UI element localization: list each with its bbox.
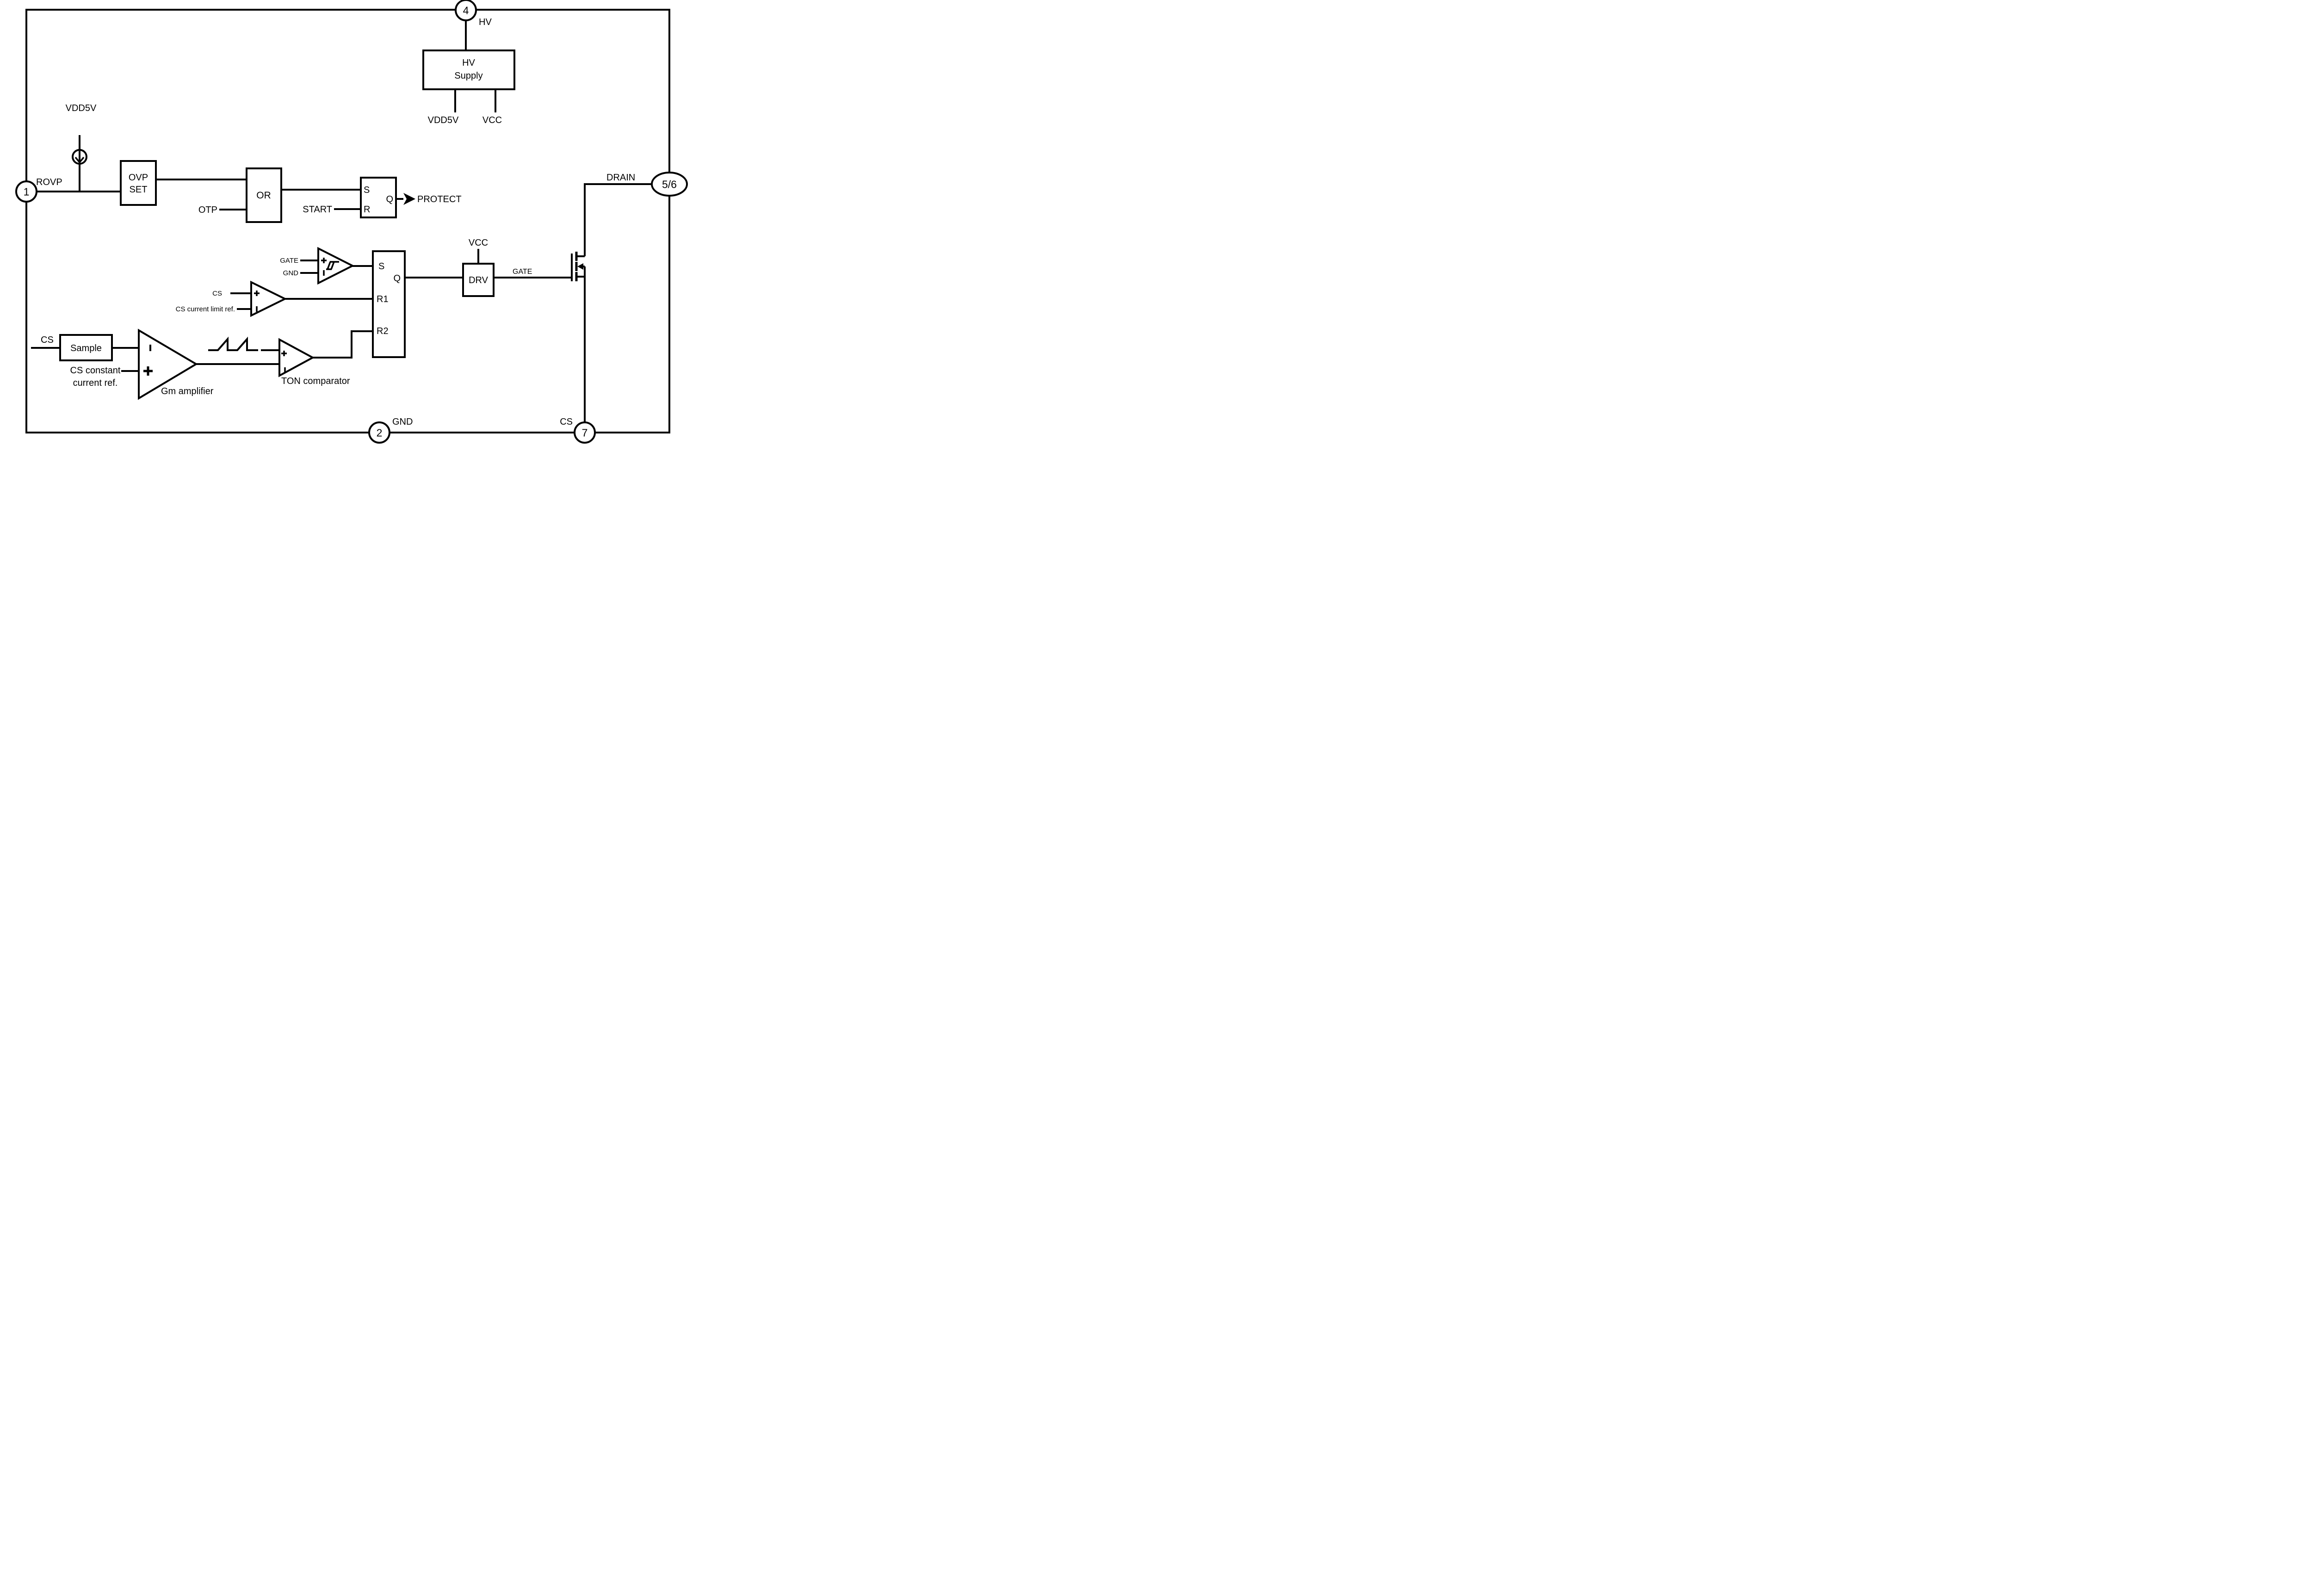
pin4-circle — [455, 0, 477, 21]
hv-supply-box — [422, 49, 515, 90]
or-gate-label: OR — [256, 190, 271, 201]
main-latch-r2: R2 — [377, 326, 389, 336]
gate-comp-minus-label: GND — [283, 269, 299, 277]
hvsupply-vcc-label: VCC — [482, 115, 502, 125]
current-source-arrow-icon — [74, 156, 85, 164]
cs-comp-plus-label: CS — [212, 290, 222, 297]
pin56-ellipse — [651, 172, 688, 197]
plus-icon — [281, 351, 287, 356]
drain-wire — [584, 183, 652, 256]
protect-latch-box — [360, 177, 397, 218]
protect-label: PROTECT — [417, 194, 462, 204]
main-latch: S Q R1 R2 — [372, 250, 406, 358]
gm-amplifier-icon — [138, 328, 198, 400]
pin1-number: 1 — [24, 186, 30, 198]
cs-comparator: CS CS current limit ref. — [176, 280, 373, 317]
start-label: START — [303, 204, 332, 215]
gate-comparator: GATE GND — [280, 247, 373, 285]
pin56-number: 5/6 — [662, 178, 677, 190]
current-source-icon — [72, 149, 87, 165]
gate-comparator-icon — [317, 247, 355, 285]
ovp-path: VDD5V ROVP OVP SET OR OTP — [36, 103, 282, 223]
plus-icon — [254, 291, 260, 296]
pin-7: 7 CS — [560, 417, 596, 444]
pin7-circle — [574, 421, 596, 444]
hv-supply-block: HV Supply VDD5V VCC — [422, 20, 515, 125]
schmitt-hysteresis-icon — [326, 261, 339, 270]
gate-wire-label: GATE — [513, 268, 532, 276]
rovp-label: ROVP — [36, 177, 62, 187]
pin-2: 2 GND — [368, 417, 413, 444]
pin-1: 1 — [15, 180, 37, 203]
protect-latch-r: R — [364, 204, 370, 215]
ovp-set-box — [120, 160, 157, 206]
circuit-diagram-page: HV Supply VDD5V VCC VDD5V ROVP OVP SET O… — [0, 0, 718, 446]
plus-icon — [143, 366, 153, 376]
main-latch-q: Q — [393, 273, 401, 284]
sample-label: Sample — [70, 343, 102, 353]
main-latch-s: S — [378, 261, 384, 272]
hv-supply-title-line1: HV — [462, 58, 475, 68]
cs-constant-ref-line1: CS constant — [70, 365, 121, 376]
gm-amplifier-label: Gm amplifier — [161, 386, 214, 396]
pin2-number: 2 — [377, 427, 383, 439]
ton-comparator-label: TON comparator — [281, 376, 350, 386]
ovp-set-line1: OVP — [129, 173, 148, 183]
vdd5v-source-label: VDD5V — [66, 103, 97, 113]
protect-latch-q: Q — [386, 194, 393, 204]
sawtooth-wave-icon — [208, 336, 258, 351]
main-latch-box — [372, 250, 406, 358]
pin7-number: 7 — [582, 427, 588, 439]
power-mosfet: DRAIN — [571, 173, 652, 422]
pin4-number: 4 — [463, 4, 469, 16]
pin1-circle — [15, 180, 37, 203]
sample-path: CS Sample CS constant current ref. Gm am… — [31, 328, 373, 400]
protect-latch-s: S — [364, 185, 370, 195]
main-latch-r1: R1 — [377, 294, 389, 304]
plus-icon — [321, 258, 327, 263]
pin2-circle — [368, 421, 390, 444]
otp-label: OTP — [198, 205, 217, 215]
drv-label: DRV — [469, 275, 489, 285]
drv-box — [462, 263, 495, 297]
cs-comparator-icon — [250, 280, 287, 317]
pin7-label: CS — [560, 417, 573, 427]
driver-block: VCC DRV GATE — [405, 238, 572, 297]
ton-comparator-icon — [278, 338, 315, 377]
drv-vcc-label: VCC — [469, 238, 488, 248]
ton-to-r2-wire — [313, 330, 373, 359]
pin-4: 4 HV — [455, 0, 492, 27]
cs-comp-minus-label: CS current limit ref. — [176, 305, 235, 313]
gate-comp-plus-label: GATE — [280, 257, 298, 265]
sample-box — [59, 334, 113, 361]
pin2-label: GND — [392, 417, 413, 427]
hv-supply-title-line2: Supply — [454, 71, 482, 81]
mosfet-body-link — [582, 266, 586, 277]
block-diagram-svg: HV Supply VDD5V VCC VDD5V ROVP OVP SET O… — [15, 0, 688, 444]
protect-arrow-icon — [403, 193, 415, 205]
cs-constant-ref-line2: current ref. — [73, 378, 118, 388]
hvsupply-vdd5v-label: VDD5V — [428, 115, 459, 125]
drain-label: DRAIN — [606, 173, 635, 183]
sample-cs-label: CS — [41, 335, 54, 345]
protect-latch: S R Q START PROTECT — [281, 177, 462, 218]
pin-5-6: 5/6 — [651, 172, 688, 197]
mosfet-body-arrow-icon — [577, 263, 583, 270]
ic-boundary — [25, 9, 670, 433]
pin4-label: HV — [479, 17, 492, 27]
or-gate-box — [246, 167, 282, 223]
ovp-set-line2: SET — [130, 185, 148, 195]
